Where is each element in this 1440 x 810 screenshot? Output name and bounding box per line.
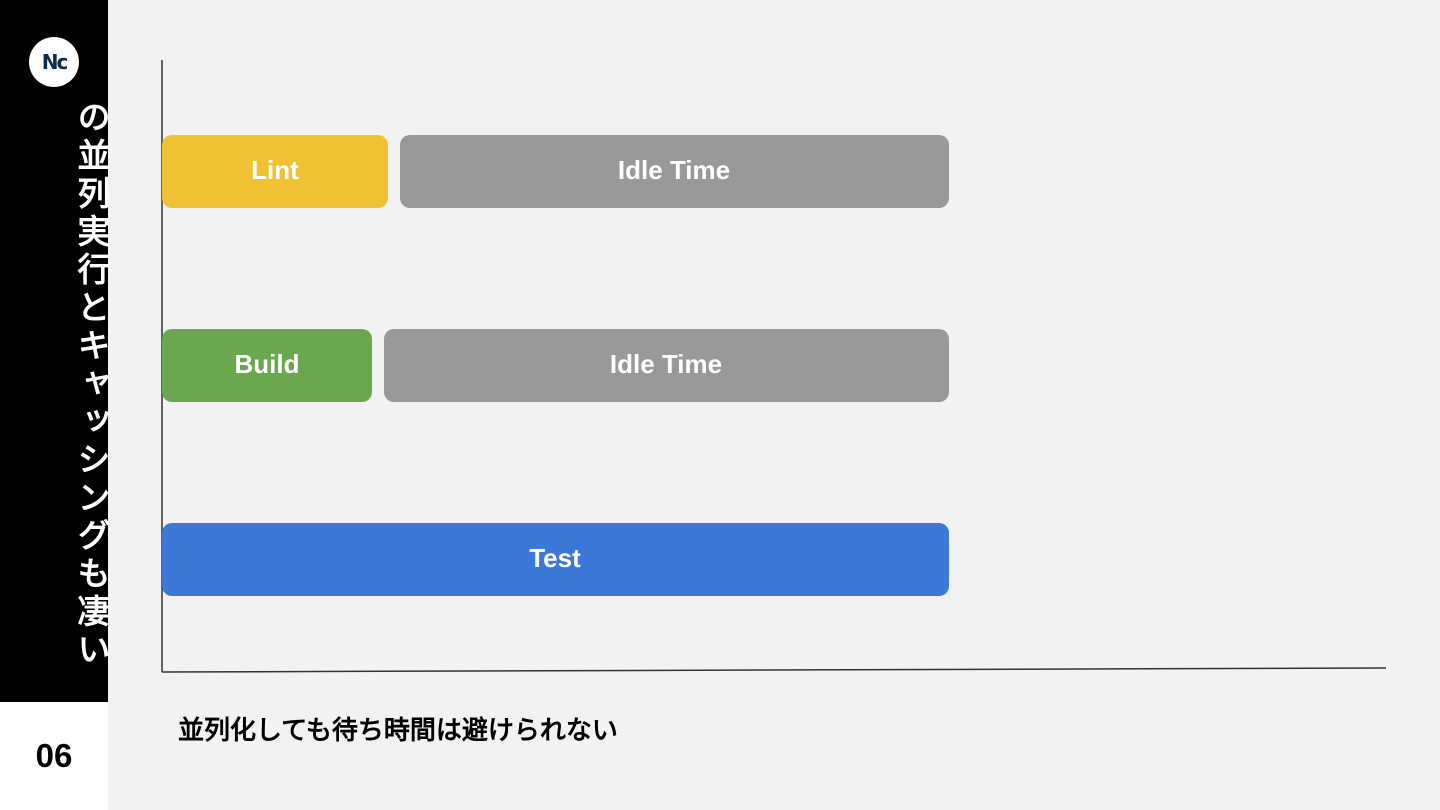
test-bar-label: Test bbox=[529, 543, 581, 573]
idle-bar-label: Idle Time bbox=[610, 349, 722, 379]
test-bar bbox=[162, 523, 949, 596]
lint-bar-label: Lint bbox=[251, 155, 299, 185]
sidebar: Nc の並列実行とキャッシングも凄い bbox=[0, 0, 111, 702]
nx-logo: Nc bbox=[29, 37, 79, 87]
page-number: 06 bbox=[35, 737, 73, 774]
idle-bar bbox=[400, 135, 949, 208]
slide-title: の並列実行とキャッシングも凄い bbox=[72, 100, 111, 670]
build-bar-label: Build bbox=[235, 349, 300, 379]
x-axis bbox=[161, 667, 1387, 673]
idle-bar-label: Idle Time bbox=[618, 155, 730, 185]
caption: 並列化しても待ち時間は避けられない bbox=[178, 716, 618, 746]
build-bar bbox=[162, 329, 372, 402]
page-number-box bbox=[0, 702, 108, 810]
lint-bar bbox=[162, 135, 388, 208]
logo-text: Nc bbox=[41, 50, 69, 74]
idle-bar bbox=[384, 329, 949, 402]
